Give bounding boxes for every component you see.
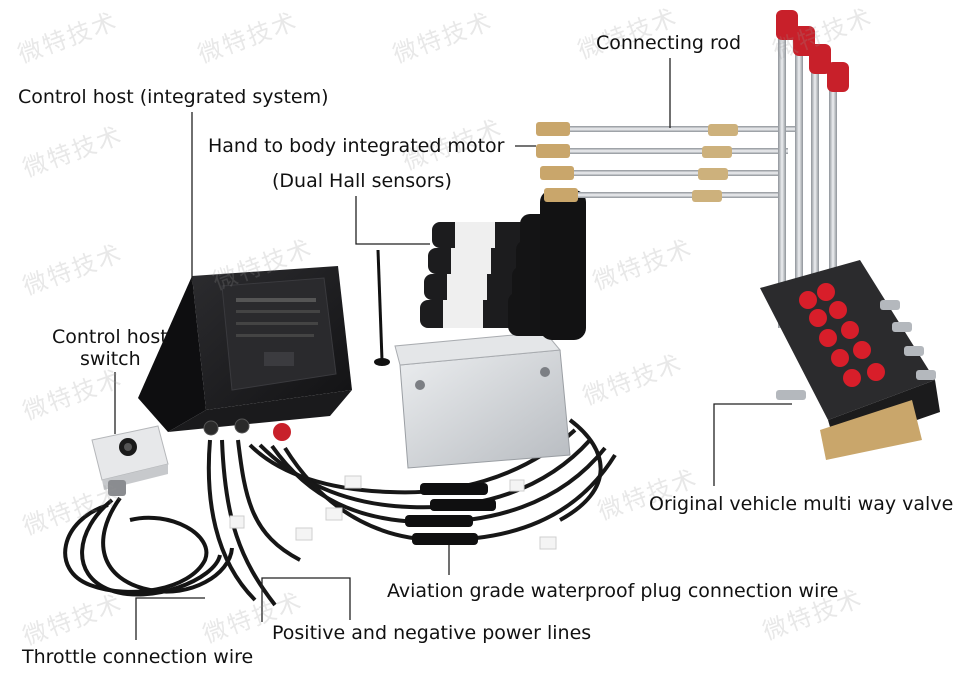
aviation-plug-connectors <box>405 483 496 545</box>
leader-multi-valve <box>713 403 792 486</box>
label-throttle-wire: Throttle connection wire <box>22 646 254 668</box>
control-host-switch <box>91 425 169 496</box>
label-switch-line1: Control host <box>52 326 168 348</box>
throttle-wire-coil <box>63 496 234 597</box>
motor-assembly <box>420 190 586 340</box>
valve-levers <box>776 10 849 384</box>
leader-throttle <box>135 597 205 640</box>
connecting-rods-horizontal <box>536 122 798 202</box>
leader-dual-hall <box>355 196 430 245</box>
label-control-host: Control host (integrated system) <box>18 86 329 108</box>
label-switch-line2: switch <box>80 348 141 370</box>
cable-tags <box>229 475 557 550</box>
label-hand-motor: Hand to body integrated motor <box>208 135 505 157</box>
label-connecting-rod: Connecting rod <box>596 32 742 54</box>
label-aviation-plug: Aviation grade waterproof plug connectio… <box>387 580 839 602</box>
control-host <box>138 266 352 441</box>
leader-lines <box>114 58 792 640</box>
label-multi-valve: Original vehicle multi way valve <box>649 493 954 515</box>
motor-bracket <box>394 331 571 469</box>
label-power-lines: Positive and negative power lines <box>272 622 592 644</box>
label-dual-hall: (Dual Hall sensors) <box>272 170 452 192</box>
leader-power-lines <box>261 577 351 622</box>
power-lines <box>206 439 301 607</box>
multi-way-valve <box>760 260 940 460</box>
antenna <box>374 249 390 366</box>
